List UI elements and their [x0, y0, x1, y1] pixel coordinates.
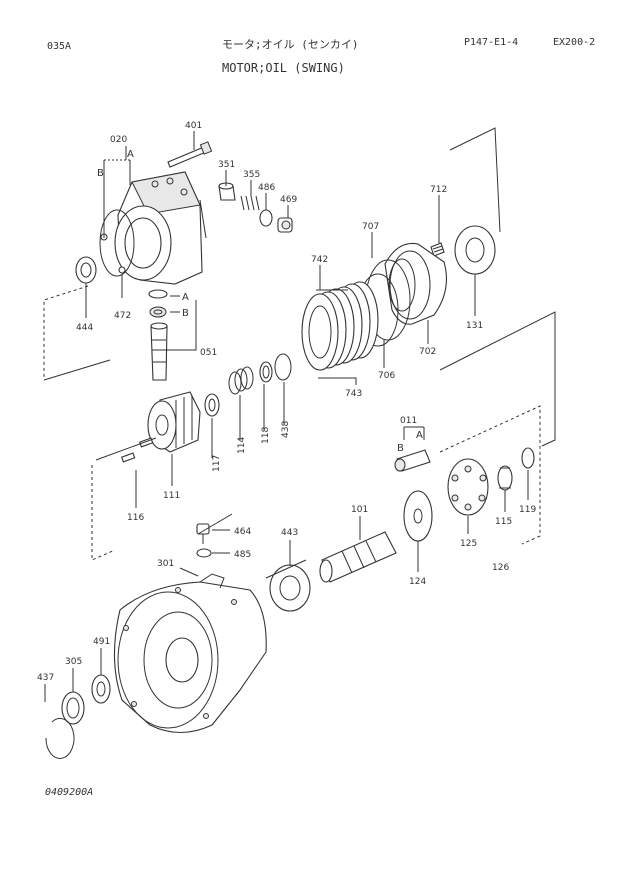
label-a-mid: A [182, 292, 189, 303]
label-125: 125 [460, 539, 477, 549]
label-051: 051 [200, 348, 217, 358]
label-118: 118 [261, 427, 271, 444]
plunger-351 [218, 182, 236, 201]
bolt-401 [167, 141, 213, 168]
label-116: 116 [127, 513, 144, 523]
drawing-number: 0409200A [45, 787, 94, 798]
label-437: 437 [37, 673, 54, 683]
label-114: 114 [237, 437, 247, 454]
label-743: 743 [345, 389, 362, 399]
label-491: 491 [93, 637, 110, 647]
label-a-shaft: A [416, 430, 423, 441]
reference-code: P147-E1-4 [464, 37, 519, 48]
label-469: 469 [280, 195, 297, 205]
label-443: 443 [281, 528, 298, 538]
spring-114 [228, 366, 254, 395]
label-712: 712 [430, 185, 447, 195]
cylinder-barrel-111 [147, 391, 201, 453]
label-444: 444 [76, 323, 93, 333]
casing-702 [384, 242, 447, 325]
label-124: 124 [409, 577, 426, 587]
leader-lines [44, 131, 529, 702]
o-ring-485 [196, 548, 212, 558]
label-131: 131 [466, 321, 483, 331]
plug-464 [196, 523, 210, 544]
label-111: 111 [163, 491, 180, 501]
label-742: 742 [311, 255, 328, 265]
housing-301 [113, 573, 267, 733]
label-301: 301 [157, 559, 174, 569]
assembly-guide-lines [43, 127, 556, 579]
spring-355 [240, 195, 260, 211]
o-rings-a-b [148, 289, 168, 318]
oil-seal-491 [91, 674, 111, 704]
label-305: 305 [65, 657, 82, 667]
spacer-117 [204, 393, 220, 417]
model-code: EX200-2 [553, 37, 596, 48]
label-101: 101 [351, 505, 368, 515]
label-401: 401 [185, 121, 202, 131]
label-702: 702 [419, 347, 436, 357]
label-485: 485 [234, 550, 251, 560]
ball-guide-115 [497, 465, 513, 491]
label-706: 706 [378, 371, 395, 381]
valve-051 [150, 322, 168, 381]
bearing-444 [75, 256, 97, 284]
page-code: 035A [47, 41, 72, 52]
label-b-upper: B [97, 168, 104, 179]
part-labels: 401 020 A B 351 355 486 469 712 707 742 … [37, 121, 536, 683]
snap-ring-437 [45, 717, 75, 759]
label-115: 115 [495, 517, 512, 527]
label-020: 020 [110, 135, 127, 145]
label-472: 472 [114, 311, 131, 321]
label-119: 119 [519, 505, 536, 515]
label-351: 351 [218, 160, 235, 170]
label-464: 464 [234, 527, 251, 537]
pin-712 [430, 242, 445, 257]
bearing-443 [269, 564, 311, 612]
o-ring-486 [259, 209, 273, 227]
piston-011 [394, 449, 431, 472]
label-438: 438 [281, 421, 291, 438]
friction-plates-742 [301, 281, 379, 371]
label-707: 707 [362, 222, 379, 232]
spring-119 [521, 447, 535, 469]
label-117: 117 [212, 455, 222, 472]
shaft-101 [319, 531, 397, 583]
plug-469 [277, 217, 293, 233]
label-a-upper: A [127, 149, 134, 160]
label-126: 126 [492, 563, 509, 573]
label-011: 011 [400, 416, 417, 426]
label-486: 486 [258, 183, 275, 193]
title-japanese: モータ;オイル (センカイ) [222, 38, 359, 51]
spacer-118 [259, 361, 273, 383]
plate-131 [454, 225, 496, 275]
shoe-plate-125 [447, 458, 489, 516]
disc-124 [403, 490, 433, 542]
valve-block-020 [99, 171, 203, 285]
label-355: 355 [243, 170, 260, 180]
ring-305 [61, 691, 85, 725]
label-b-shaft: B [397, 443, 404, 454]
title-english: MOTOR;OIL (SWING) [222, 61, 345, 75]
ring-438 [274, 353, 292, 381]
pins-116 [120, 437, 154, 463]
label-b-mid: B [182, 308, 189, 319]
